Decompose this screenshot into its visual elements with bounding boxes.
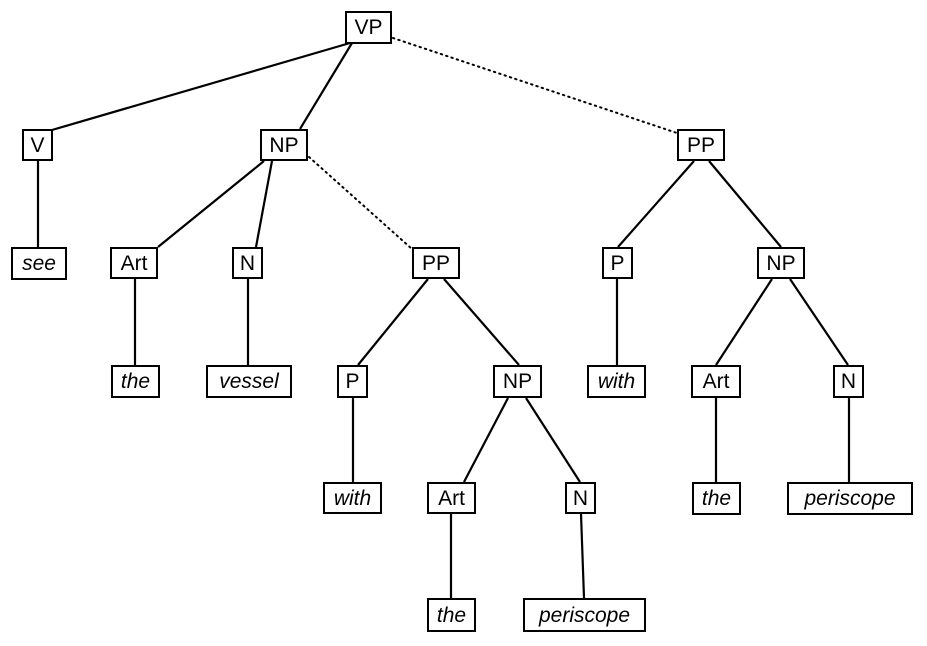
tree-node-n_right[interactable]: N — [833, 365, 864, 398]
tree-node-n1[interactable]: N — [232, 247, 263, 279]
tree-node-with_right[interactable]: with — [587, 365, 646, 398]
tree-node-p_right[interactable]: P — [602, 247, 633, 279]
tree-node-art1[interactable]: Art — [110, 247, 158, 279]
tree-node-p_mid[interactable]: P — [337, 365, 368, 398]
tree-edge-pp-mid-p-mid — [357, 278, 429, 366]
tree-edge-pp-right-np-right — [708, 160, 782, 248]
tree-edge-n-mid-periscope-mid — [579, 513, 586, 599]
tree-node-with_mid[interactable]: with — [323, 482, 382, 514]
tree-edge-np-mid-art-mid — [463, 397, 509, 483]
tree-node-np_mid[interactable]: NP — [493, 365, 542, 398]
tree-edge-np-right-art-right — [715, 278, 773, 366]
tree-edge-np1-pp-mid — [308, 156, 413, 250]
tree-node-art_right[interactable]: Art — [691, 365, 741, 398]
tree-edge-pp-right-p-right — [617, 160, 695, 248]
tree-node-vp[interactable]: VP — [345, 11, 392, 44]
tree-node-n_mid[interactable]: N — [565, 482, 596, 514]
tree-node-vessel[interactable]: vessel — [206, 365, 292, 398]
tree-node-the1[interactable]: the — [111, 365, 160, 398]
tree-node-periscope_m[interactable]: periscope — [523, 598, 646, 632]
tree-edge-vp-v — [51, 41, 351, 132]
tree-edge-np1-n1 — [254, 160, 274, 248]
tree-edge-vp-np1 — [299, 42, 353, 130]
tree-edge-vp-pp-right — [392, 37, 678, 134]
tree-edge-np-mid-n-mid — [525, 397, 581, 483]
tree-node-the_mid[interactable]: the — [427, 598, 476, 632]
tree-edge-pp-mid-np-mid — [443, 278, 520, 366]
tree-node-periscope_r[interactable]: periscope — [787, 482, 913, 515]
tree-node-pp_mid[interactable]: PP — [412, 247, 460, 279]
tree-node-np_right[interactable]: NP — [757, 247, 805, 279]
tree-node-np1[interactable]: NP — [260, 129, 308, 161]
tree-edge-np-right-n-right — [789, 278, 849, 366]
tree-node-art_mid[interactable]: Art — [427, 482, 476, 514]
tree-node-pp_right[interactable]: PP — [677, 129, 725, 161]
tree-node-v[interactable]: V — [22, 129, 53, 161]
tree-edge-np1-art1 — [157, 160, 265, 248]
tree-node-see[interactable]: see — [11, 247, 67, 280]
tree-node-the_right[interactable]: the — [692, 482, 741, 515]
